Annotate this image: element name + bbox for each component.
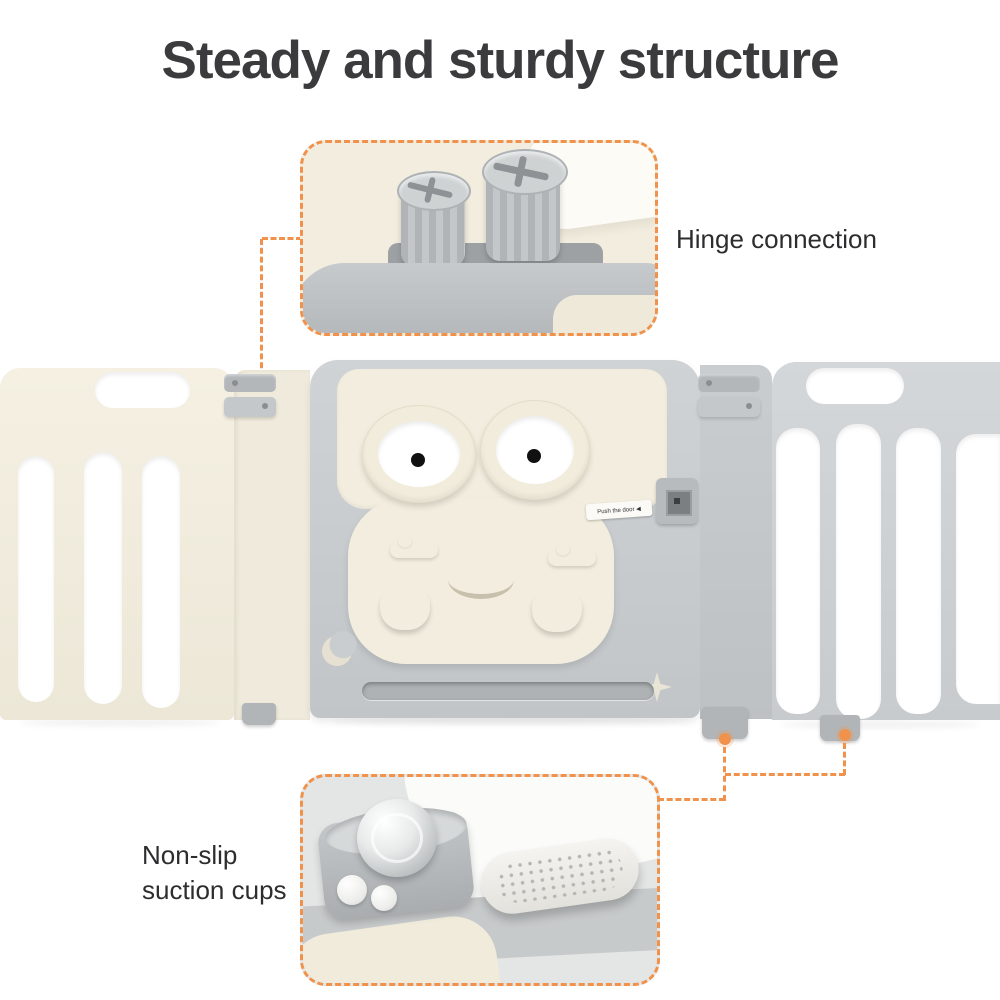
playpen-photo: Push the door ◀ — [0, 355, 1000, 750]
floor-shadow — [20, 719, 220, 726]
hinge-clip-left — [224, 374, 276, 417]
hinge-knob-right — [482, 149, 568, 261]
frog-eye-left — [362, 405, 476, 503]
zoom-panel-corner — [553, 295, 655, 333]
panel-slot-cutout — [896, 428, 941, 714]
frog-eye-right — [480, 400, 590, 500]
panel-handle-cutout — [95, 372, 190, 408]
panel-slot-cutout — [18, 456, 54, 702]
latch-window — [666, 490, 692, 516]
moon-cutout — [318, 632, 356, 670]
leader-line-suction-horizontal — [725, 773, 845, 776]
latch-instruction-sticker: Push the door ◀ — [585, 499, 653, 521]
suction-cup-assembly — [316, 787, 486, 947]
suction-marker-dot — [719, 733, 731, 745]
panel-slot-cutout — [836, 424, 881, 719]
panel-handle-cutout — [806, 368, 904, 404]
panel-foot — [242, 703, 276, 725]
floor-shadow — [330, 717, 690, 725]
panel-slot-cutout — [776, 428, 820, 714]
hinge-zoom-inset — [300, 140, 658, 336]
frog-face — [348, 498, 614, 664]
foot-pad-texture — [494, 846, 626, 906]
hinge-clip-bar — [698, 397, 760, 417]
hinge-clip-right — [698, 374, 760, 417]
suction-cup-ball — [371, 885, 397, 911]
door-frame-left — [234, 370, 310, 720]
frog-foot-right — [532, 592, 582, 632]
suction-cup-dome — [357, 799, 437, 877]
screw-dot — [232, 380, 238, 386]
frog-hand-left — [390, 533, 438, 558]
frog-smile — [448, 560, 514, 599]
hinge-knob-left — [397, 171, 471, 267]
panel-slot-cutout — [956, 434, 1000, 704]
panel-slot-cutout — [84, 452, 122, 704]
leader-line-hinge-vertical — [260, 239, 263, 377]
eye-white — [378, 421, 460, 487]
hinge-connection-label: Hinge connection — [676, 224, 877, 254]
left-cream-panel — [0, 368, 234, 720]
leader-line-suction-horizontal — [658, 798, 725, 801]
suction-zoom-inset — [300, 774, 660, 986]
hinge-clip-bar — [224, 374, 276, 392]
door-panel: Push the door ◀ — [310, 360, 700, 718]
panel-slot-cutout — [142, 456, 180, 708]
door-latch — [656, 478, 698, 524]
leader-line-suction-vertical — [843, 743, 846, 775]
screw-dot — [262, 403, 268, 409]
frog-foot-left — [380, 590, 430, 630]
door-tray-groove — [362, 682, 654, 700]
non-slip-label-line2: suction cups — [142, 875, 287, 906]
hinge-clip-bar — [698, 374, 760, 392]
leader-line-hinge-horizontal — [262, 237, 302, 240]
leader-line-suction-vertical — [723, 747, 726, 801]
knob-cap — [482, 149, 568, 195]
eye-white — [496, 416, 574, 484]
screw-dot — [706, 380, 712, 386]
floor-shadow — [780, 721, 980, 728]
suction-marker-dot — [839, 729, 851, 741]
screw-dot — [746, 403, 752, 409]
frog-hand-right — [548, 541, 596, 566]
non-slip-label-line1: Non-slip — [142, 840, 238, 870]
door-frame-right — [700, 365, 772, 719]
right-gray-panel — [772, 362, 1000, 720]
page-title: Steady and sturdy structure — [161, 31, 840, 90]
frog-pupil — [410, 452, 425, 467]
suction-cup-ball — [337, 875, 367, 905]
hinge-clip-bar — [224, 397, 276, 417]
non-slip-label: Non-slip suction cups — [142, 838, 287, 908]
knob-cap — [397, 171, 471, 211]
frog-pupil — [527, 448, 542, 463]
